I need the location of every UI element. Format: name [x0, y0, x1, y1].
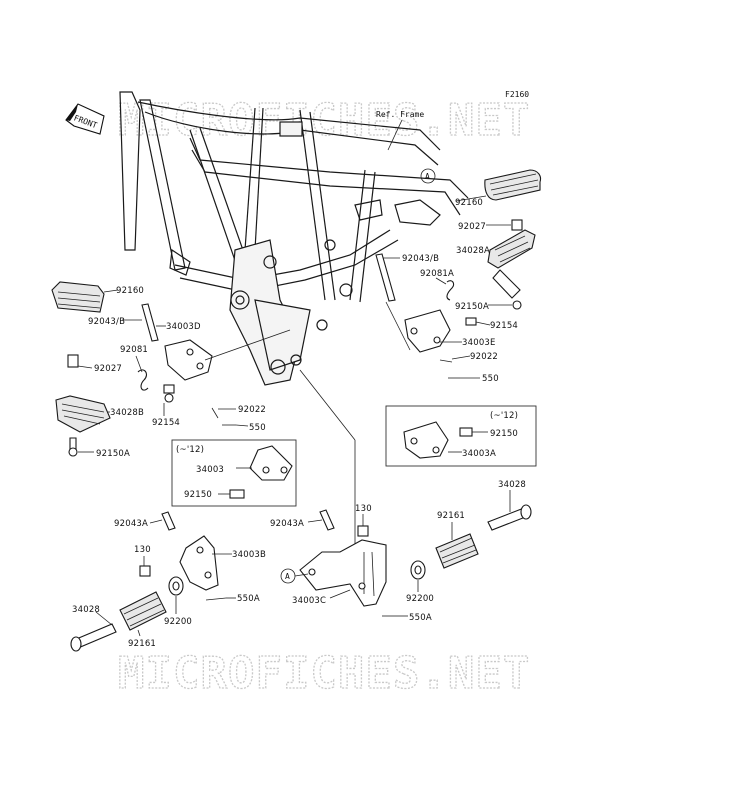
label-92043b-left: 92043/B: [88, 317, 125, 327]
leader-550-l: [235, 424, 249, 427]
front-arrow-icon: FRONT: [65, 103, 105, 135]
label-92150-box-right: 92150: [490, 429, 518, 439]
group-box-left: [171, 439, 297, 507]
label-92200-right: 92200: [406, 594, 434, 604]
label-34003b: 34003B: [232, 550, 266, 560]
label-550-right: 550: [482, 374, 499, 384]
label-92150a-right: 92150A: [455, 302, 489, 312]
label-92043b-right: 92043/B: [402, 254, 439, 264]
label-34003d: 34003D: [166, 322, 201, 332]
label-92150-box-left: 92150: [184, 490, 212, 500]
callout-a-top: [420, 168, 436, 184]
bracket-34003: [229, 445, 293, 499]
label-92027-right: 92027: [458, 222, 486, 232]
callout-a-bottom-label: A: [285, 572, 290, 581]
ref-frame-leader: [387, 119, 403, 151]
figure-code: F2160: [505, 90, 529, 99]
label-34028b: 34028B: [110, 408, 144, 418]
label-130-right: 130: [355, 504, 372, 514]
label-92043a-left: 92043A: [114, 519, 148, 529]
label-92160-right: 92160: [455, 198, 483, 208]
label-92022-right: 92022: [470, 352, 498, 362]
leader-pin-right: [385, 301, 411, 351]
label-34003e: 34003E: [462, 338, 496, 348]
leader-92081: [135, 355, 143, 373]
footpeg-left-upper: [51, 281, 236, 457]
label-130-left: 130: [134, 545, 151, 555]
label-34003a: 34003A: [462, 449, 496, 459]
label-34028-right: 34028: [498, 480, 526, 490]
footpeg-right-upper: [375, 169, 542, 379]
label-550-left: 550: [249, 423, 266, 433]
callout-a-top-label: A: [425, 172, 430, 181]
label-34003-box-left: 34003: [196, 465, 224, 475]
label-92154-right: 92154: [490, 321, 518, 331]
label-92027-left: 92027: [94, 364, 122, 374]
label-92081: 92081: [120, 345, 148, 355]
label-34028-left: 34028: [72, 605, 100, 615]
leader-bracket-frame: [204, 329, 291, 361]
leader-92027-l: [77, 365, 93, 369]
leader-92043a-r: [307, 519, 323, 523]
label-92022-left: 92022: [238, 405, 266, 415]
ref-frame-label: Ref. Frame: [376, 110, 424, 119]
label-550a-right: 550A: [409, 613, 432, 623]
label-92161-right: 92161: [437, 511, 465, 521]
leader-callout-a-bottom: [294, 573, 309, 577]
leader-92154-r: [475, 321, 491, 326]
label-34003c: 34003C: [292, 596, 326, 606]
leader-34028-l: [95, 611, 113, 626]
leader-92161-l: [137, 629, 141, 637]
label-550a-left: 550A: [237, 594, 260, 604]
label-92161-left: 92161: [128, 639, 156, 649]
label-92081a: 92081A: [420, 269, 454, 279]
leader-92043a-l: [149, 519, 163, 524]
label-92150a-left: 92150A: [96, 449, 130, 459]
motorcycle-frame: [119, 91, 469, 386]
passenger-peg-left: [70, 511, 227, 652]
bracket-34003a: [403, 421, 473, 459]
leader-frame-to-lower: [299, 369, 356, 441]
label-92154-left: 92154: [152, 418, 180, 428]
group-box-right: [385, 405, 537, 467]
passenger-peg-right: [299, 504, 532, 617]
leader-92160-r: [455, 195, 487, 202]
leader-34003c: [329, 589, 351, 599]
leader-92160-l: [103, 289, 119, 293]
leader-92022-r: [451, 355, 471, 360]
group-box-left-note: (~'12): [176, 445, 204, 455]
label-34028a: 34028A: [456, 246, 490, 256]
label-92043a-right: 92043A: [270, 519, 304, 529]
group-box-right-note: (~'12): [490, 411, 518, 421]
leader-92081a: [435, 277, 447, 285]
label-92160-left: 92160: [116, 286, 144, 296]
watermark-bottom: MICROFICHES.NET: [118, 648, 530, 699]
label-92200-left: 92200: [164, 617, 192, 627]
